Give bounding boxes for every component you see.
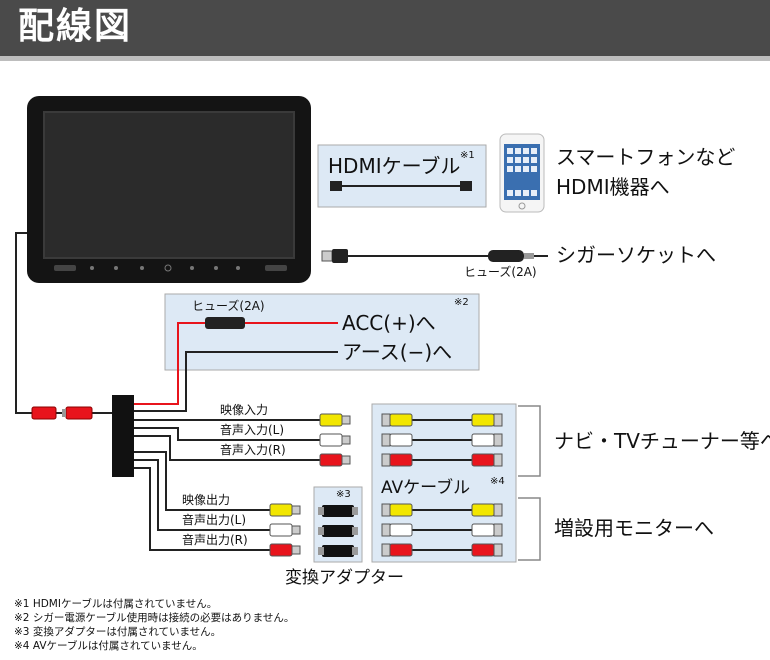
audio-r-out-wire	[134, 467, 270, 551]
footnote-4: ※4 AVケーブルは付属されていません。	[14, 640, 203, 652]
av-cable-note-mark: ※4	[490, 476, 505, 487]
footnote-1: ※1 HDMIケーブルは付属されていません。	[14, 598, 218, 610]
acc-label: ACC(+)へ	[342, 311, 436, 335]
cigar-socket-label: シガーソケットへ	[556, 243, 716, 267]
audio-l-input-label: 音声入力(L)	[220, 423, 285, 437]
red-connector-pair	[31, 406, 93, 420]
smartphone-image	[499, 133, 545, 213]
power-note-mark: ※2	[454, 297, 469, 308]
output-plugs	[269, 503, 301, 557]
adapter-label: 変換アダプター	[285, 568, 404, 588]
hdmi-cable-note-mark: ※1	[460, 150, 475, 161]
monitor-target-label: 増設用モニターへ	[554, 516, 714, 540]
audio-l-out-wire	[134, 459, 270, 531]
video-input-label: 映像入力	[220, 403, 269, 417]
footnote-2: ※2 シガー電源ケーブル使用時は接続の必要はありません。	[14, 612, 295, 624]
smartphone-label-line1: スマートフォンなど	[556, 145, 736, 169]
adapter-note-mark: ※3	[336, 489, 351, 500]
power-panel	[164, 293, 480, 371]
acc-fuse-label: ヒューズ(2A)	[192, 299, 265, 313]
acc-fuse	[205, 317, 245, 329]
hdmi-cable	[330, 181, 472, 191]
header-bar	[0, 0, 770, 56]
audio-r-in-wire	[134, 435, 320, 461]
cigar-fuse-label: ヒューズ(2A)	[464, 265, 537, 279]
av-cable-label: AVケーブル	[381, 478, 471, 498]
input-plugs	[319, 413, 351, 467]
smartphone-label-line2: HDMI機器へ	[556, 175, 670, 199]
acc-wire	[134, 322, 205, 405]
page-title: 配線図	[18, 6, 133, 47]
navi-bracket	[518, 405, 541, 477]
av-cables-bottom	[381, 503, 503, 557]
hdmi-cable-label: HDMIケーブル	[328, 154, 461, 178]
header-divider	[0, 56, 770, 61]
audio-l-output-label: 音声出力(L)	[182, 513, 247, 527]
av-cables-top	[381, 413, 503, 467]
junction-box	[112, 395, 134, 477]
audio-l-in-wire	[134, 427, 320, 441]
audio-r-output-label: 音声出力(R)	[182, 533, 248, 547]
footnote-3: ※3 変換アダプターは付属されていません。	[14, 626, 222, 638]
monitor	[27, 96, 311, 283]
video-out-wire	[134, 451, 270, 511]
audio-r-input-label: 音声入力(R)	[220, 443, 286, 457]
navi-target-label: ナビ・TVチューナー等へ	[554, 429, 770, 453]
ground-label: アース(−)へ	[342, 340, 453, 364]
cigar-cable	[321, 249, 548, 263]
ground-wire	[134, 351, 338, 412]
video-output-label: 映像出力	[182, 493, 231, 507]
conversion-adapters	[318, 505, 358, 557]
hdmi-cable-panel	[317, 144, 487, 208]
monitor-bracket	[518, 497, 541, 561]
